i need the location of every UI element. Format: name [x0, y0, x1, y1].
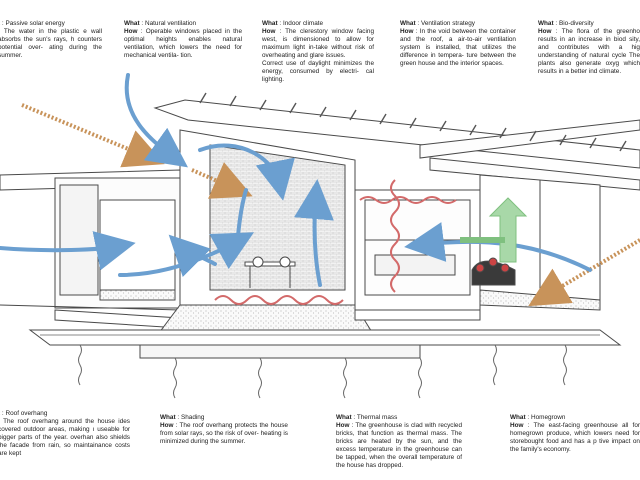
note-ventilation-strategy: What : Ventilation strategy How : In the…: [400, 20, 517, 67]
green-air-arrow: [460, 197, 528, 263]
note-natural-ventilation: What : Natural ventilation How : Operabl…: [124, 20, 242, 59]
note-roof-overhang: t : Roof overhang : The roof overhang ar…: [0, 410, 131, 457]
foundation: [28, 329, 622, 359]
roof: [153, 99, 640, 191]
roof-rafters: [199, 92, 627, 152]
left-wing: [0, 169, 181, 329]
air-flow-arrows: [0, 73, 592, 287]
heat-waves: [214, 179, 457, 305]
note-homegrown: What : Homegrown How : The east-facing g…: [510, 414, 640, 453]
foundation-piles: [78, 344, 567, 399]
note-bio-diversity: What : Bio-diversity How : The flora of …: [538, 20, 640, 75]
note-indoor-climate: What : Indoor climate How : The cleresto…: [262, 20, 374, 83]
note-thermal-mass: What : Thermal mass How : The greenhouse…: [336, 414, 462, 469]
note-passive-solar: t : Passive solar energy : The water in …: [0, 20, 102, 59]
right-wing: [354, 189, 481, 321]
note-shading: What : Shading How : The roof overhang p…: [160, 414, 288, 445]
